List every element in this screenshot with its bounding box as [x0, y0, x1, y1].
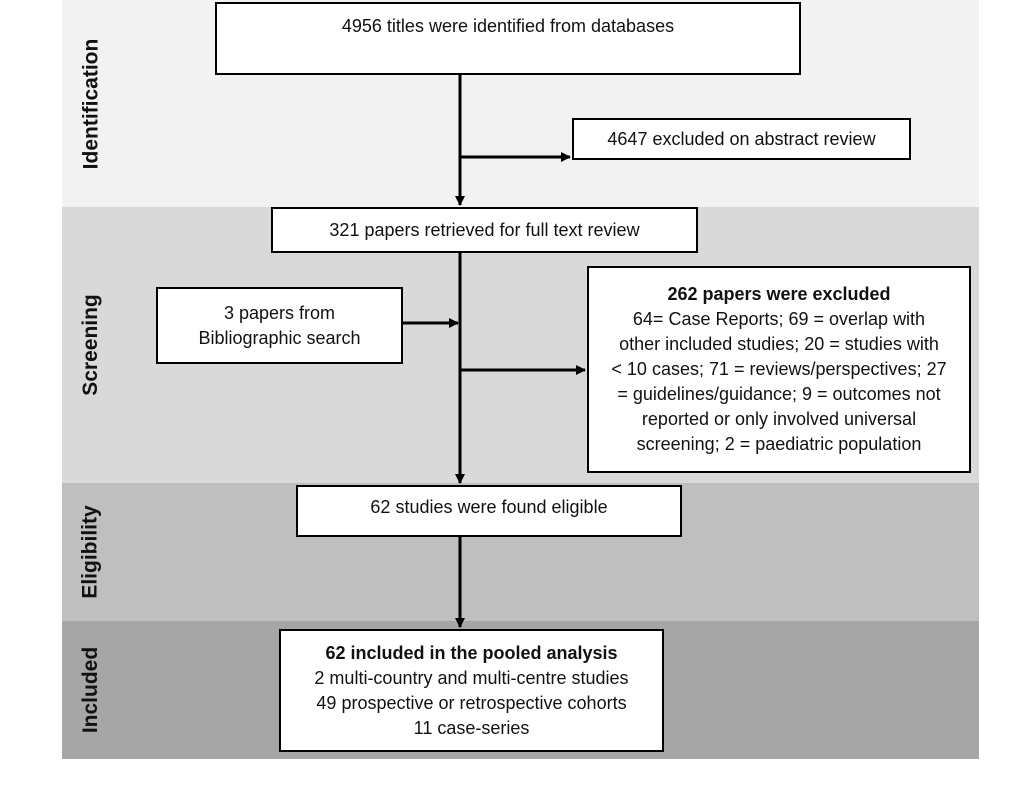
excluded-reason-line: = guidelines/guidance; 9 = outcomes not [617, 384, 941, 404]
included-stage-label: Included [79, 646, 102, 734]
excluded-reason-line: screening; 2 = paediatric population [636, 434, 922, 454]
bibliographic-search-box: 3 papers from Bibliographic search [156, 287, 403, 364]
excluded-reason-line: reported or only involved universal [641, 409, 917, 429]
eligible-studies-text: 62 studies were found eligible [370, 497, 608, 517]
bibliographic-search-line: Bibliographic search [198, 327, 361, 348]
identification-stage-label: Identification [79, 38, 103, 169]
excluded-reason-line: other included studies; 20 = studies wit… [619, 334, 939, 354]
abstract-excluded-box: 4647 excluded on abstract review [572, 118, 911, 160]
fulltext-review-text: 321 papers retrieved for full text revie… [329, 219, 640, 240]
bibliographic-search-line: 3 papers from [223, 302, 336, 323]
excluded-papers-box: 262 papers were excluded 64= Case Report… [587, 266, 971, 473]
identified-records-text: 4956 titles were identified from databas… [341, 16, 675, 36]
included-breakdown-line: 11 case-series [413, 717, 530, 738]
excluded-reason-line: 64= Case Reports; 69 = overlap with [632, 309, 926, 329]
excluded-reason-line: < 10 cases; 71 = reviews/perspectives; 2… [611, 359, 947, 379]
included-breakdown-line: 49 prospective or retrospective cohorts [316, 692, 627, 713]
identified-records-box: 4956 titles were identified from databas… [215, 2, 801, 75]
eligibility-stage-label: Eligibility [79, 505, 102, 599]
screening-stage-label: Screening [79, 294, 103, 396]
abstract-excluded-text: 4647 excluded on abstract review [607, 128, 876, 149]
eligible-studies-box: 62 studies were found eligible [296, 485, 682, 537]
included-studies-title: 62 included in the pooled analysis [325, 642, 618, 663]
included-breakdown-line: 2 multi-country and multi-centre studies [314, 667, 629, 688]
included-studies-box: 62 included in the pooled analysis 2 mul… [279, 629, 664, 752]
excluded-papers-title: 262 papers were excluded [667, 284, 891, 304]
fulltext-review-box: 321 papers retrieved for full text revie… [271, 207, 698, 253]
